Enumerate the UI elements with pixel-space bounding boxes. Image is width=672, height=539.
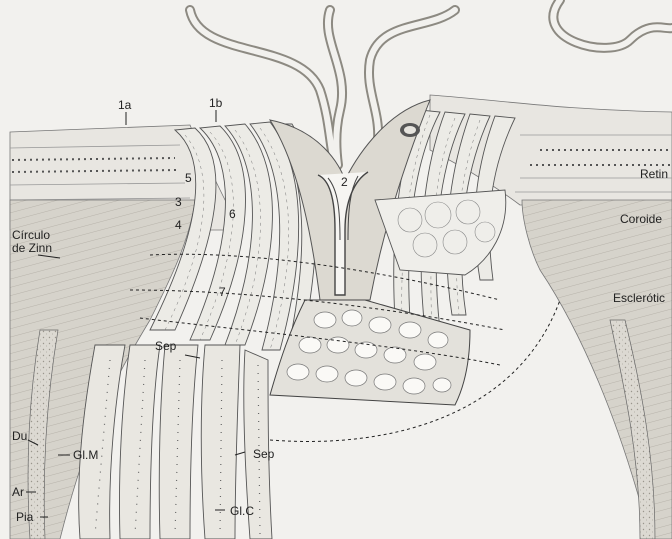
label-gl-c: Gl.C <box>230 505 254 517</box>
label-5: 5 <box>185 172 192 184</box>
label-ar: Ar <box>12 486 24 498</box>
label-sep-upper: Sep <box>155 340 176 352</box>
label-2: 2 <box>341 176 348 188</box>
label-1b: 1b <box>209 97 222 109</box>
label-1a: 1a <box>118 99 131 111</box>
label-3: 3 <box>175 196 182 208</box>
label-circulo-de-zinn: Círculo de Zinn <box>12 229 52 255</box>
label-retina: Retin <box>640 168 668 180</box>
label-gl-m: Gl.M <box>73 449 98 461</box>
label-sep-lower: Sep <box>253 448 274 460</box>
label-du: Du <box>12 430 27 442</box>
label-6: 6 <box>229 208 236 220</box>
label-7: 7 <box>219 286 226 298</box>
label-coroide: Coroide <box>620 213 662 225</box>
label-pia: Pia <box>16 511 33 523</box>
label-4: 4 <box>175 219 182 231</box>
label-esclerotica: Esclerótic <box>613 292 665 304</box>
